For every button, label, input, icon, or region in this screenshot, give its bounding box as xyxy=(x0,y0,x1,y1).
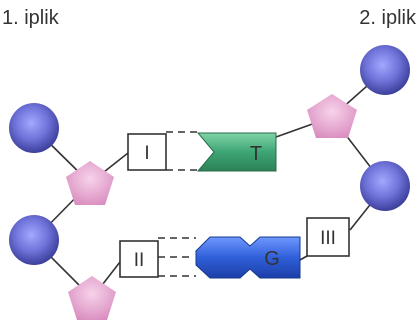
strand-1-label: 1. iplik xyxy=(2,7,59,29)
base-g-label: G xyxy=(264,248,280,270)
base-box-2 xyxy=(119,240,159,278)
base-box-3 xyxy=(306,217,350,257)
sugar-right-1 xyxy=(307,94,357,138)
base-g-shape xyxy=(195,236,301,279)
phosphate-right-1 xyxy=(360,45,410,95)
base-box-2-label: II xyxy=(134,250,145,271)
hydrogen-bonds xyxy=(158,131,200,277)
sugar-left-2 xyxy=(68,276,116,320)
base-t-shape xyxy=(196,132,277,172)
phosphate-left-2 xyxy=(9,215,59,265)
base-box-3-label: III xyxy=(320,228,336,249)
base-box-1 xyxy=(127,133,167,171)
phosphate-left-1 xyxy=(9,103,59,153)
base-box-1-label: I xyxy=(144,143,149,164)
sugar-left-1 xyxy=(66,161,114,205)
strand-1-backbone xyxy=(33,127,129,299)
strand-2-label: 2. iplik xyxy=(359,7,416,29)
base-t-label: T xyxy=(250,143,262,165)
phosphate-right-2 xyxy=(360,161,410,211)
